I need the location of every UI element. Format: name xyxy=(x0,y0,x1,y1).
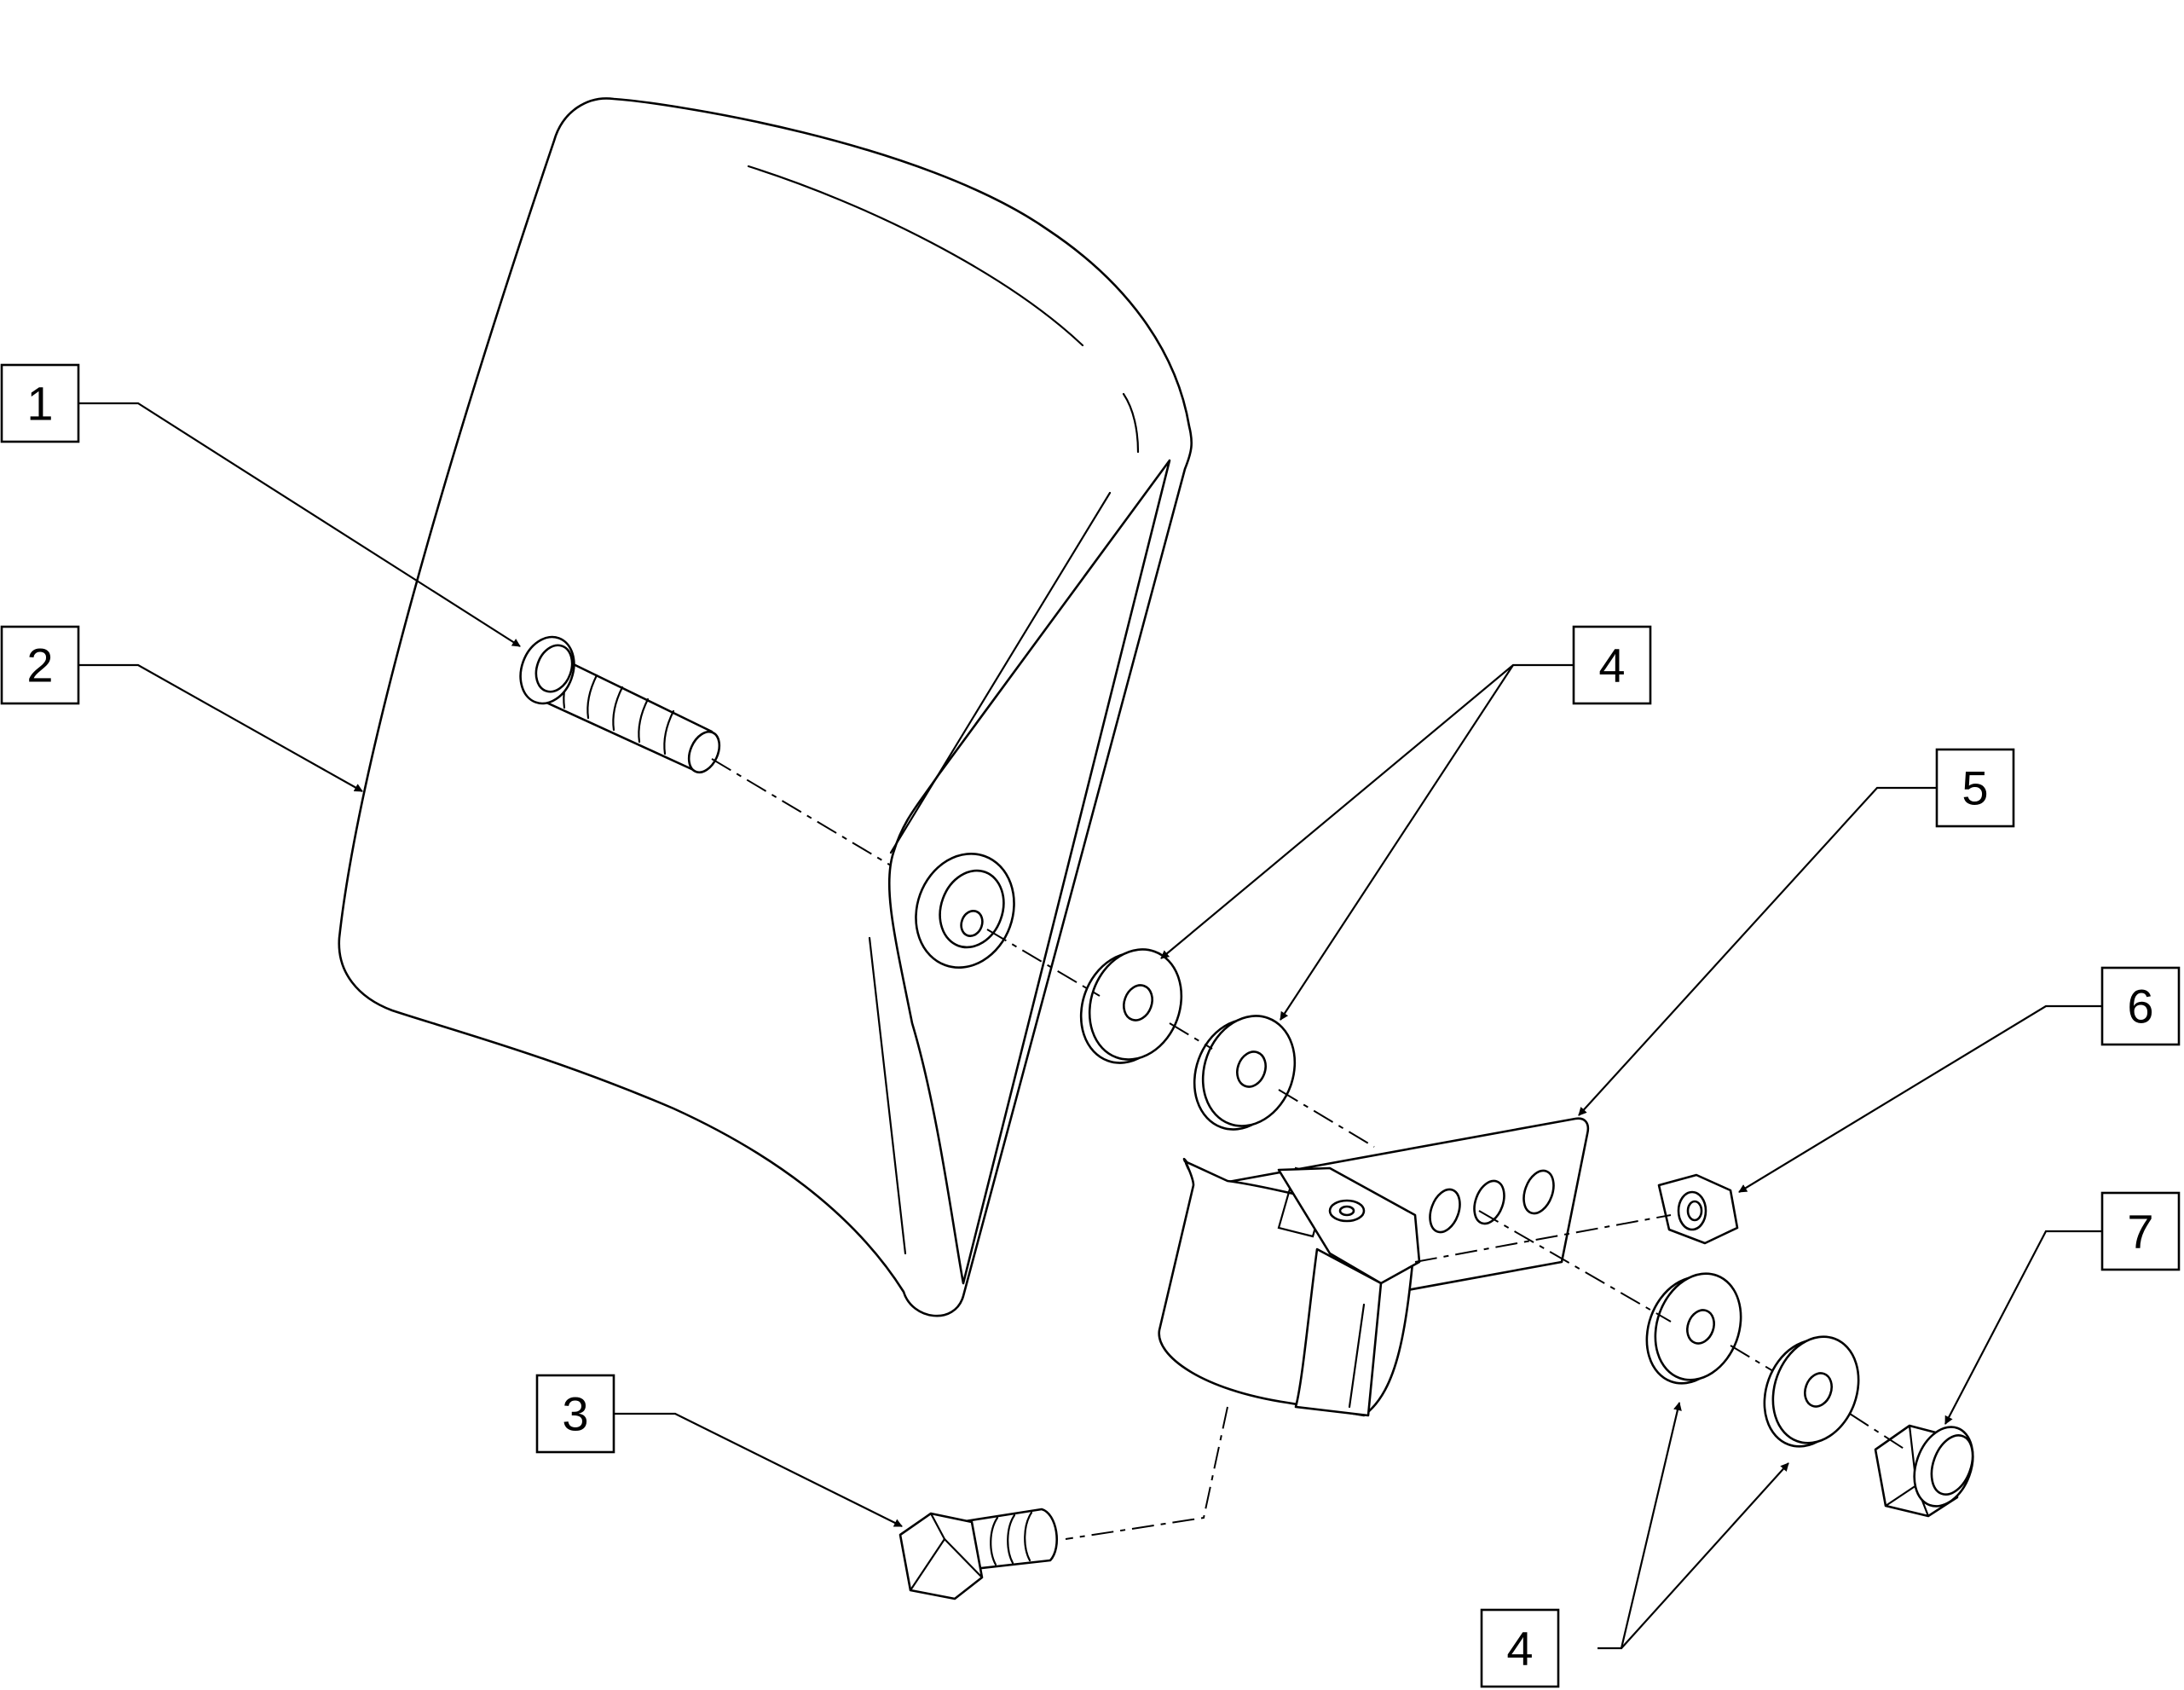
hex-bolt-part-3 xyxy=(898,1508,1058,1600)
leader-lines xyxy=(78,402,2102,1650)
callout-4-lower: 4 xyxy=(1480,1608,1560,1688)
callout-6: 6 xyxy=(2100,966,2181,1046)
callout-3: 3 xyxy=(535,1374,615,1454)
washer-upper-a xyxy=(1079,948,1183,1064)
clamp-bracket xyxy=(1158,1117,1590,1417)
callout-1-label: 1 xyxy=(26,377,53,431)
washer-lower-b xyxy=(1763,1335,1860,1448)
callout-7: 7 xyxy=(2100,1191,2181,1271)
callout-3-label: 3 xyxy=(562,1387,588,1441)
callout-4-upper-label: 4 xyxy=(1598,639,1625,692)
nut-part-6 xyxy=(1657,1173,1739,1245)
callout-4-upper: 4 xyxy=(1572,625,1652,705)
assembly-centerlines xyxy=(711,758,1906,1540)
callout-4-lower-label: 4 xyxy=(1506,1622,1533,1676)
washer-upper-b xyxy=(1193,1015,1297,1131)
washer-lower-a xyxy=(1645,1272,1742,1385)
callout-2: 2 xyxy=(0,625,80,705)
callout-5-label: 5 xyxy=(1962,761,1988,815)
callout-7-label: 7 xyxy=(2127,1205,2153,1259)
bolt-part-1 xyxy=(519,635,721,774)
callout-5: 5 xyxy=(1935,748,2015,828)
locknut-part-7 xyxy=(1874,1424,1974,1518)
callout-2-label: 2 xyxy=(26,639,53,692)
callout-1: 1 xyxy=(0,363,80,443)
callout-6-label: 6 xyxy=(2127,980,2153,1033)
pad-plate xyxy=(338,97,1193,1317)
